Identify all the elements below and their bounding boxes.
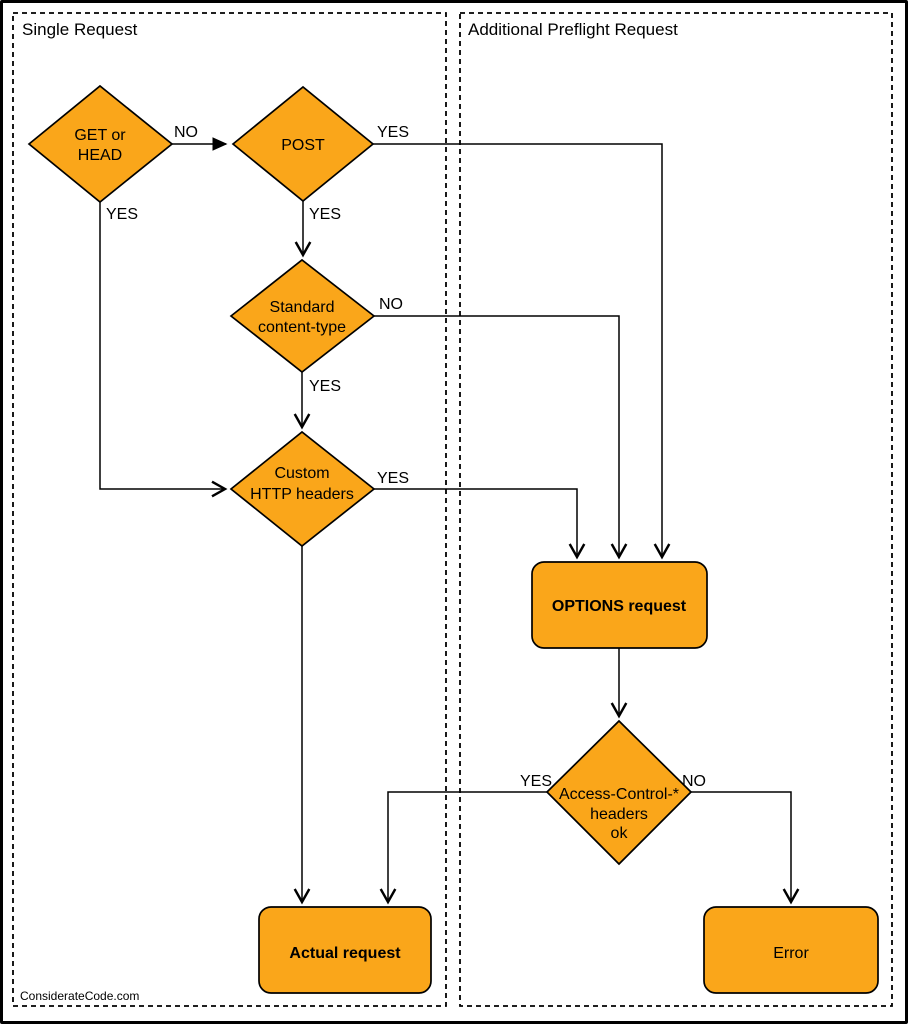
- options-request-label: OPTIONS request: [552, 598, 687, 615]
- edge-standard-no: [374, 315, 628, 560]
- standard-content-type-diamond: [229, 258, 376, 374]
- edge-label-standard-no: NO: [379, 296, 403, 313]
- single-request-section-box: [12, 12, 447, 1007]
- edge-label-post-yes-right: YES: [377, 124, 409, 141]
- edge-label-access-yes: YES: [520, 773, 552, 790]
- preflight-section-box: [459, 12, 893, 1007]
- edge-custom-yes: [374, 488, 586, 560]
- edge-label-standard-yes: YES: [309, 378, 341, 395]
- edge-label-post-yes-down: YES: [309, 206, 341, 223]
- standard-content-type-line1: Standard: [270, 299, 335, 316]
- process-options-request: OPTIONS request: [531, 561, 708, 649]
- access-control-line1: Access-Control-*: [559, 786, 679, 803]
- custom-http-headers-line2: HTTP headers: [250, 486, 354, 503]
- process-actual-request: Actual request: [258, 906, 432, 994]
- edge-label-get-head-yes: YES: [106, 206, 138, 223]
- edge-label-get-head-no: NO: [174, 124, 198, 141]
- edge-post-yes-right: [373, 143, 671, 560]
- edge-get-head-yes: [99, 202, 228, 498]
- get-head-label-line1: GET or: [74, 127, 126, 144]
- process-error: Error: [703, 906, 879, 994]
- decision-standard-content-type: Standard content-type: [229, 258, 376, 374]
- error-box: [703, 906, 879, 994]
- options-request-box: [531, 561, 708, 649]
- post-label: POST: [281, 137, 325, 154]
- error-label: Error: [773, 945, 809, 962]
- custom-http-headers-diamond: [229, 430, 376, 548]
- decision-access-control-headers: Access-Control-* headers ok: [545, 719, 693, 866]
- access-control-line2: headers: [590, 806, 648, 823]
- single-request-title: Single Request: [22, 20, 138, 39]
- decision-get-head: GET or HEAD: [27, 84, 174, 204]
- decision-custom-http-headers: Custom HTTP headers: [229, 430, 376, 548]
- edge-labels: NO YES YES YES NO YES YES YES NO: [106, 124, 706, 790]
- edges: [99, 137, 800, 905]
- edge-access-yes: [379, 791, 547, 905]
- section-single-request: Single Request: [12, 12, 447, 1007]
- get-head-label-line2: HEAD: [78, 147, 122, 164]
- edge-label-custom-yes: YES: [377, 470, 409, 487]
- decision-post: POST: [231, 85, 375, 203]
- edge-access-no: [691, 791, 800, 905]
- access-control-line3: ok: [611, 825, 629, 842]
- edge-label-access-no: NO: [682, 773, 706, 790]
- get-head-diamond: [27, 84, 174, 204]
- section-preflight-request: Additional Preflight Request: [459, 12, 893, 1007]
- watermark-text: ConsiderateCode.com: [20, 989, 139, 1003]
- access-control-diamond: [545, 719, 693, 866]
- actual-request-box: [258, 906, 432, 994]
- actual-request-label: Actual request: [289, 945, 401, 962]
- preflight-section-title: Additional Preflight Request: [468, 20, 678, 39]
- post-diamond: [231, 85, 375, 203]
- custom-http-headers-line1: Custom: [274, 465, 329, 482]
- standard-content-type-line2: content-type: [258, 319, 346, 336]
